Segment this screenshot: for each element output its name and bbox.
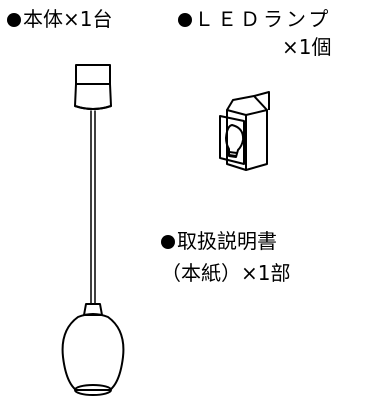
- bullet-icon: [161, 235, 175, 249]
- bullet-icon: [7, 13, 21, 27]
- body-label-text: 本体×1台: [23, 7, 113, 31]
- led-label: ＬＥＤランプ: [178, 8, 331, 30]
- bullet-icon: [178, 13, 192, 27]
- manual-label-text: 取扱説明書: [177, 229, 277, 253]
- led-label-text: ＬＥＤランプ: [194, 7, 332, 31]
- manual-quantity: （本紙）×1部: [161, 261, 291, 285]
- body-label: 本体×1台: [7, 8, 112, 30]
- led-quantity: ×1個: [282, 35, 332, 59]
- manual-label: 取扱説明書: [161, 230, 277, 252]
